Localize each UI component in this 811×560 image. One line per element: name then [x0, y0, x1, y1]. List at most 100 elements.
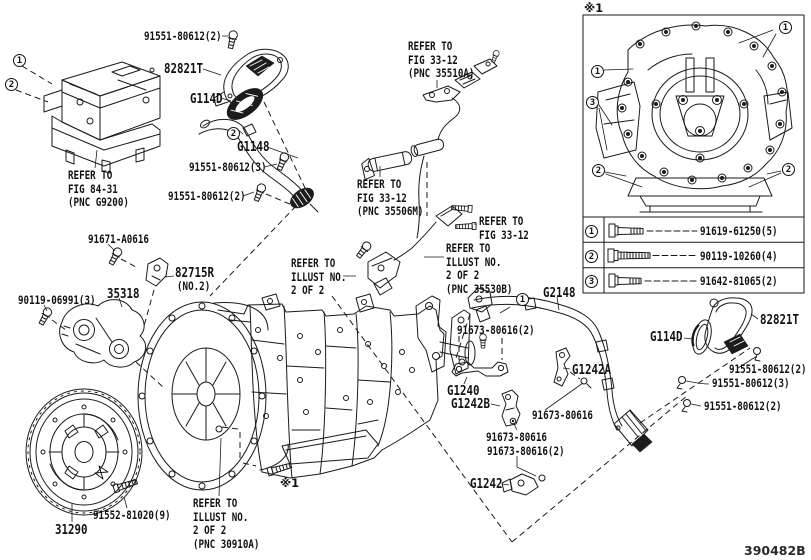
part-label-bolt-right-3: 91551-80612(3) — [712, 376, 790, 390]
part-label-91671-a0616: 91671-A0616 — [88, 232, 149, 246]
cable-connector-33-12-drawing — [393, 203, 477, 261]
callout-2: 2 — [5, 78, 18, 91]
plug-sensor-drawing — [354, 239, 401, 296]
legend-part-3: 91642-81065(2) — [700, 274, 778, 288]
part-label-35318: 35318 — [107, 286, 140, 302]
ref-fig-84-31: REFER TO FIG 84-31 (PNC G9200) — [68, 168, 129, 210]
inset-callout-2: 2 — [782, 163, 795, 176]
ref-line: ILLUST NO. — [291, 269, 347, 284]
leader-lines — [43, 35, 759, 522]
ref-line: 2 OF 2 — [193, 523, 227, 537]
part-label-g114d-left: G114D — [190, 91, 223, 107]
part-label-91673-low: 91673-80616 — [486, 430, 547, 444]
ref-illust-30910a: REFER TO ILLUST NO. 2 OF 2 (PNC 30910A) — [193, 496, 260, 551]
harness-g2148-drawing — [471, 295, 653, 453]
inset-callout-3: 3 — [586, 96, 599, 109]
part-label-91552-81020: 91552-81020(9) — [93, 508, 171, 522]
part-label-g114d-right: G114D — [650, 329, 683, 345]
speed-sensor-drawing — [467, 287, 493, 323]
ref-line: FIG 33-12 — [408, 52, 458, 67]
inverter-assembly-drawing — [43, 61, 161, 174]
part-label-g1240: G1240 — [447, 383, 480, 399]
inset-housing-drawing — [582, 14, 805, 218]
ref-line: REFER TO — [446, 241, 491, 255]
legend-table-lines — [582, 216, 805, 294]
part-label-91673-pair-upper: 91673-80616(2) — [457, 323, 535, 337]
ref-line: 2 OF 2 — [446, 268, 480, 282]
bracket-35318-drawing — [59, 299, 147, 368]
ref-line: (PNC 30910A) — [193, 536, 260, 551]
sensor-35506m-drawing — [361, 138, 445, 239]
ref-illust-mid: REFER TO ILLUST NO. 2 OF 2 — [291, 256, 347, 298]
bolt-footnote-marker: ※1 — [280, 476, 300, 490]
legend-callout-3: 3 — [585, 275, 598, 288]
inset-flange-bolts — [617, 21, 787, 185]
ref-line: (PNC 35530B) — [446, 281, 513, 296]
ref-fig-33-12-35506m: REFER TO FIG 33-12 (PNC 35506M) — [357, 177, 424, 219]
inset-callout-1: 1 — [591, 65, 604, 78]
part-label-91673-low-pair: 91673-80616(2) — [487, 444, 565, 458]
callout-2: 2 — [227, 127, 240, 140]
sensor-g1242-drawing — [501, 473, 546, 496]
part-label-90119-06991: 90119-06991(3) — [18, 293, 96, 307]
part-label-bolt-right-2b: 91551-80612(2) — [704, 399, 782, 413]
ref-line: FIG 84-31 — [68, 181, 118, 196]
transmission-drawing — [137, 293, 476, 491]
legend-bolt-row3 — [608, 273, 698, 288]
part-label-91673-mid: 91673-80616 — [532, 408, 593, 422]
ref-line: 2 OF 2 — [291, 283, 325, 297]
part-label-31290: 31290 — [55, 522, 88, 538]
part-label-82821t-right: 82821T — [760, 312, 800, 328]
callout-1: 1 — [13, 54, 26, 67]
gasket-g114d-left-drawing — [226, 88, 264, 120]
flywheel-drawing — [25, 388, 143, 516]
legend-bolt-row2 — [607, 248, 698, 263]
ref-line: REFER TO — [68, 168, 113, 182]
part-label-82715r: 82715R — [175, 265, 215, 281]
ref-illust-35530b: REFER TO ILLUST NO. 2 OF 2 (PNC 35530B) — [446, 241, 513, 296]
part-label-g2148: G2148 — [543, 285, 576, 301]
bracket-g1240-drawing — [451, 361, 509, 377]
part-label-g1242b: G1242B — [451, 396, 491, 412]
part-label-bolt-top: 91551-80612(2) — [144, 29, 222, 43]
ref-fig-33-12: REFER TO FIG 33-12 — [479, 214, 529, 242]
callout-1: 1 — [516, 293, 529, 306]
ref-line: REFER TO — [193, 496, 238, 510]
sensor-g1242b-drawing — [501, 389, 521, 427]
ref-line: ILLUST NO. — [446, 254, 502, 269]
legend-bolt-row1 — [608, 223, 698, 238]
ref-line: FIG 33-12 — [357, 190, 407, 205]
inset-footnote-marker: ※1 — [584, 1, 604, 15]
inset-callout-1: 1 — [779, 21, 792, 34]
dashed-lines — [15, 65, 751, 543]
ref-line: REFER TO — [291, 256, 336, 270]
ref-line: REFER TO — [479, 214, 524, 228]
clamp-82715r-drawing — [145, 257, 169, 287]
legend-callout-1: 1 — [585, 225, 598, 238]
part-label-82715r-no2: (NO.2) — [177, 279, 211, 293]
part-label-g1242: G1242 — [470, 476, 503, 492]
gasket-g114d-right-drawing — [691, 319, 712, 355]
cover-82821t-right-drawing — [704, 297, 753, 355]
hose-g1148-drawing — [198, 118, 319, 213]
part-label-bolt-right-2a: 91551-80612(2) — [729, 362, 807, 376]
ref-line: REFER TO — [357, 177, 402, 191]
ref-line: ILLUST NO. — [193, 509, 249, 524]
ref-line: (PNC 35510A) — [408, 66, 475, 80]
bracket-g1242a-drawing — [553, 347, 592, 389]
sensor-35510a-drawing — [422, 49, 501, 141]
figure-code: 390482B — [744, 543, 806, 558]
ref-line: (PNC G9200) — [68, 195, 129, 209]
part-label-g1242a: G1242A — [572, 362, 612, 378]
part-label-bolt-left-2: 91551-80612(2) — [168, 189, 246, 203]
legend-part-2: 90119-10260(4) — [700, 249, 778, 263]
part-label-g1148: G1148 — [237, 139, 270, 155]
ref-line: (PNC 35506M) — [357, 204, 424, 218]
ref-line: FIG 33-12 — [479, 227, 529, 242]
ref-line: REFER TO — [408, 39, 453, 53]
legend-callout-2: 2 — [585, 250, 598, 263]
part-label-bolt-left-3: 91551-80612(3) — [189, 160, 267, 174]
inset-callout-2: 2 — [592, 164, 605, 177]
